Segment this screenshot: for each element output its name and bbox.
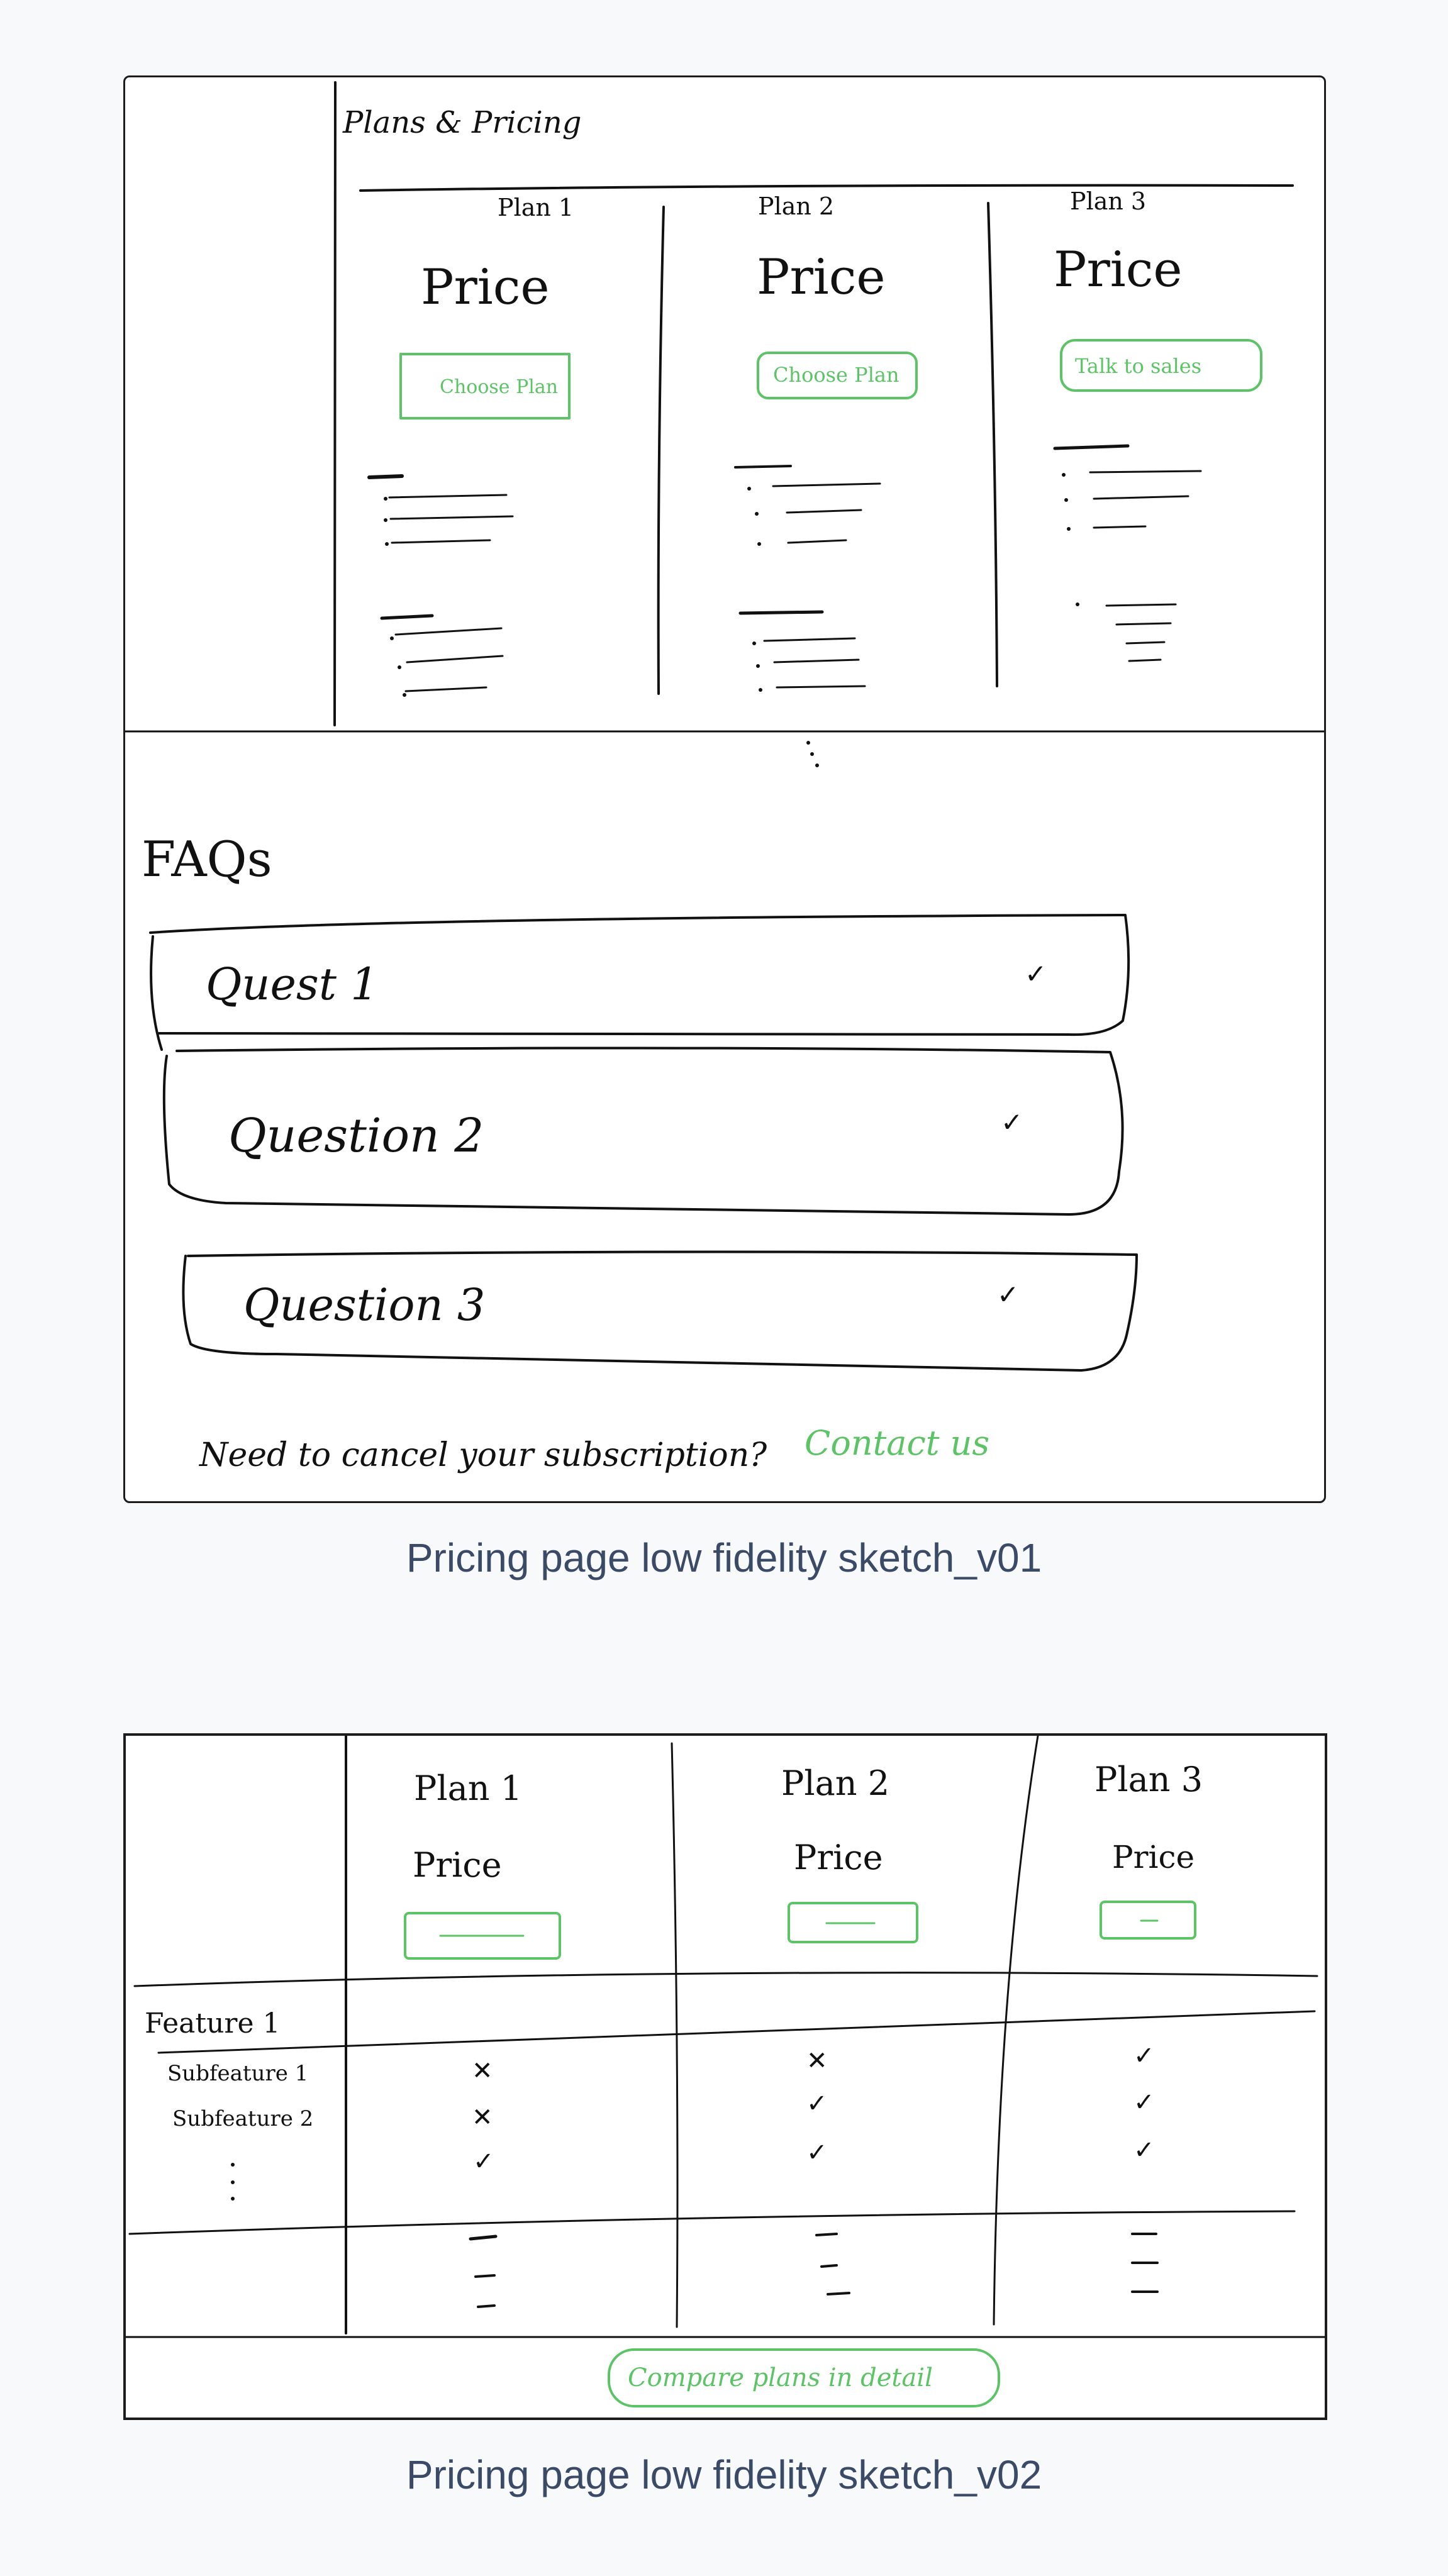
plan-2-feature-lines	[734, 465, 881, 692]
v02-more-rows-lines	[469, 2233, 1159, 2308]
sketch-v01-drawing: Plans & Pricing Plan 1 Plan 2 Plan 3 Pri…	[125, 81, 1324, 1474]
matrix-r2-c2: ✓	[806, 2089, 828, 2118]
v02-plan-3-name: Plan 3	[1094, 1760, 1203, 1799]
faq-question-3: Question 3	[243, 1279, 485, 1331]
plan-1-name: Plan 1	[498, 194, 574, 221]
v02-plan-2-price: Price	[794, 1838, 883, 1877]
faq-title: FAQs	[142, 831, 272, 888]
plan-3-feature-lines	[1053, 444, 1202, 662]
plan-2-choose-button[interactable]: Choose Plan	[757, 352, 918, 399]
plan-1-feature-lines	[367, 474, 514, 697]
faq-1-chevron-icon: ✓	[1025, 958, 1047, 989]
svg-text:Talk to sales: Talk to sales	[1075, 354, 1201, 378]
faq-item-3[interactable]: Question 3 ✓	[182, 1250, 1138, 1372]
plan-1-price: Price	[421, 259, 550, 316]
matrix-r3-c1: ✓	[473, 2147, 494, 2176]
compare-plans-button[interactable]: Compare plans in detail	[608, 2348, 1000, 2407]
sketch-v02-card: Plan 1 Plan 2 Plan 3 Price Price Price F…	[123, 1733, 1327, 2420]
feature-1-label: Feature 1	[145, 2007, 280, 2040]
plan-2-name: Plan 2	[758, 192, 834, 220]
plan-3-sales-button[interactable]: Talk to sales	[1060, 339, 1262, 392]
faq-3-chevron-icon: ✓	[997, 1279, 1019, 1310]
contact-us-link[interactable]: Contact us	[805, 1423, 989, 1463]
matrix-r1-c3: ✓	[1133, 2041, 1155, 2070]
sketch-v01-caption: Pricing page low fidelity sketch_v01	[406, 1535, 1042, 1580]
v02-plan-1-name: Plan 1	[414, 1768, 522, 1808]
cancel-subscription-text: Need to cancel your subscription?	[198, 1436, 767, 1474]
subfeature-2-label: Subfeature 2	[172, 2106, 313, 2131]
plan-2-price: Price	[757, 249, 886, 306]
v02-plan-1-price: Price	[413, 1845, 502, 1885]
v02-plan-3-price: Price	[1112, 1839, 1195, 1875]
plan-3-price: Price	[1054, 242, 1183, 298]
svg-text:Choose Plan: Choose Plan	[773, 363, 899, 387]
plan-1-choose-button[interactable]: Choose Plan	[399, 353, 571, 419]
plan-3-name: Plan 3	[1070, 187, 1146, 215]
faq-question-2: Question 2	[228, 1109, 484, 1163]
faq-2-chevron-icon: ✓	[1001, 1107, 1023, 1138]
matrix-r1-c1: ✕	[472, 2057, 493, 2085]
svg-text:Choose Plan: Choose Plan	[440, 376, 558, 398]
sketch-v01-card: Plans & Pricing Plan 1 Plan 2 Plan 3 Pri…	[123, 75, 1326, 1503]
faq-item-2[interactable]: Question 2 ✓	[162, 1046, 1124, 1216]
v02-plan-1-button[interactable]	[404, 1912, 561, 1960]
matrix-r1-c2: ✕	[806, 2046, 828, 2075]
matrix-r3-c3: ✓	[1133, 2136, 1155, 2165]
plans-pricing-title: Plans & Pricing	[342, 105, 582, 140]
v02-plan-2-name: Plan 2	[781, 1763, 889, 1803]
matrix-r2-c3: ✓	[1133, 2088, 1155, 2117]
sketch-v02-drawing: Plan 1 Plan 2 Plan 3 Price Price Price F…	[126, 1736, 1325, 2407]
matrix-r2-c1: ✕	[472, 2103, 493, 2132]
compare-plans-link: Compare plans in detail	[628, 2363, 933, 2392]
faq-item-1[interactable]: Quest 1 ✓	[149, 914, 1130, 1051]
faq-question-1: Quest 1	[206, 958, 379, 1010]
subfeature-1-label: Subfeature 1	[167, 2061, 308, 2086]
v02-plan-3-button[interactable]	[1100, 1901, 1196, 1940]
matrix-r3-c2: ✓	[806, 2138, 828, 2167]
feature-matrix: ✕	[472, 2057, 493, 2085]
v02-plan-2-button[interactable]	[788, 1902, 918, 1943]
sketch-v02-caption: Pricing page low fidelity sketch_v02	[406, 2452, 1042, 2497]
